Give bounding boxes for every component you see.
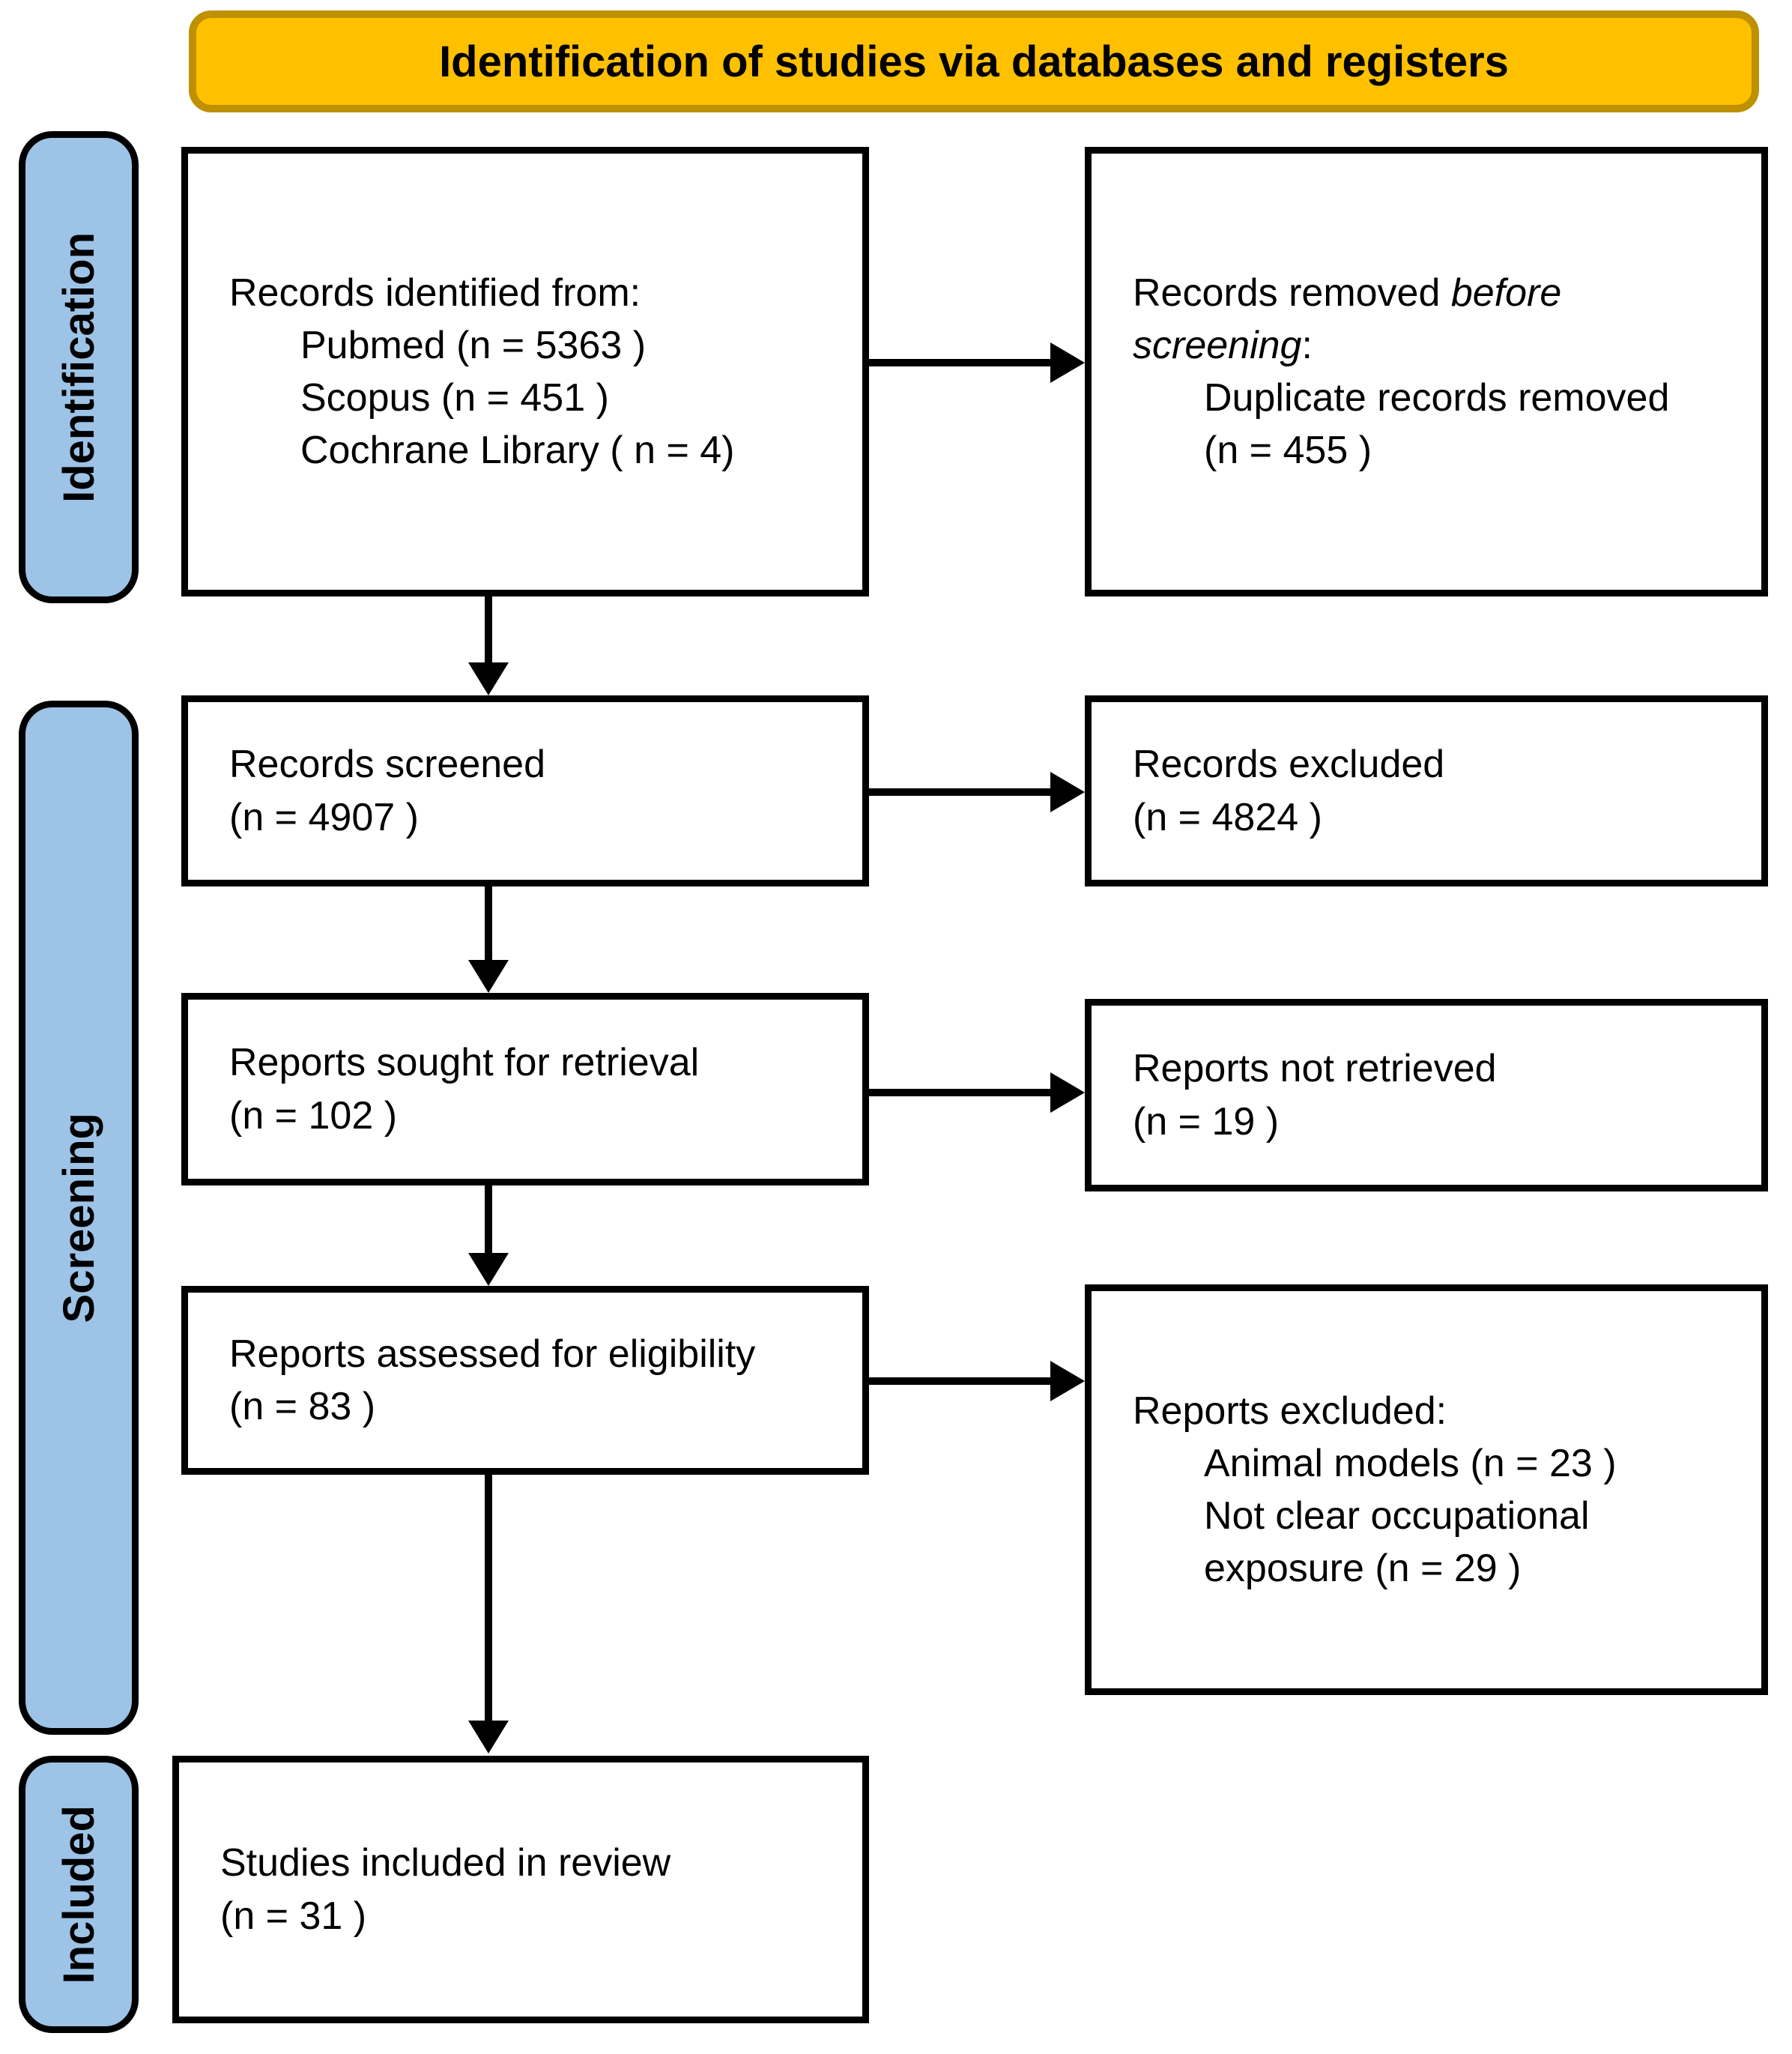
records-excluded-line2: (n = 4824 ) xyxy=(1133,795,1322,839)
stage-screening: Screening xyxy=(19,701,139,1735)
records-removed-heading: Records removed before screening: xyxy=(1133,267,1642,372)
arrow-down-identified-to-screened-icon xyxy=(485,596,492,662)
records-excluded-line1: Records excluded xyxy=(1133,743,1445,787)
stage-identification: Identification xyxy=(19,131,139,603)
records-removed-item: Duplicate records removed (n = 455 ) xyxy=(1204,376,1670,473)
arrow-right-assessed-to-excluded-icon xyxy=(869,1377,1050,1385)
studies-included-line1: Studies included in review xyxy=(220,1841,671,1885)
flow-title-banner: Identification of studies via databases … xyxy=(189,10,1759,112)
reports-assessed-line2: (n = 83 ) xyxy=(229,1385,376,1428)
reports-excluded-item: Animal models (n = 23 ) xyxy=(1204,1441,1617,1485)
records-removed-box: Records removed before screening: Duplic… xyxy=(1085,147,1768,596)
studies-included-line2: (n = 31 ) xyxy=(220,1894,367,1938)
reports-assessed-box: Reports assessed for eligibility (n = 83… xyxy=(181,1286,869,1475)
records-excluded-box: Records excluded (n = 4824 ) xyxy=(1085,695,1768,886)
reports-not-retrieved-box: Reports not retrieved (n = 19 ) xyxy=(1085,999,1768,1191)
studies-included-box: Studies included in review (n = 31 ) xyxy=(172,1756,869,2023)
arrow-right-sought-to-not-retrieved-icon xyxy=(869,1089,1050,1096)
records-screened-line1: Records screened xyxy=(229,743,545,787)
arrow-right-identified-to-removed-icon xyxy=(869,359,1050,366)
records-identified-item: Scopus (n = 451 ) xyxy=(300,376,609,420)
records-identified-heading: Records identified from: xyxy=(229,271,641,315)
records-identified-item: Pubmed (n = 5363 ) xyxy=(300,323,647,367)
reports-not-retrieved-line1: Reports not retrieved xyxy=(1133,1047,1497,1091)
reports-assessed-line1: Reports assessed for eligibility xyxy=(229,1332,756,1376)
arrow-down-sought-to-assessed-icon xyxy=(485,1185,492,1253)
arrow-right-screened-to-excluded-icon xyxy=(869,788,1050,796)
reports-excluded-box: Reports excluded: Animal models (n = 23 … xyxy=(1085,1284,1768,1695)
reports-excluded-item: Not clear occupational exposure (n = 29 … xyxy=(1204,1494,1590,1591)
records-identified-box: Records identified from: Pubmed (n = 536… xyxy=(181,147,869,596)
stage-identification-label: Identification xyxy=(54,232,103,503)
reports-sought-line2: (n = 102 ) xyxy=(229,1093,398,1138)
arrow-down-screened-to-sought-icon xyxy=(485,886,492,960)
records-removed-heading-normal: Records removed xyxy=(1133,271,1441,315)
records-removed-heading-suffix: : xyxy=(1301,323,1313,367)
reports-excluded-heading: Reports excluded: xyxy=(1133,1389,1447,1433)
stage-screening-label: Screening xyxy=(54,1112,103,1323)
reports-not-retrieved-line2: (n = 19 ) xyxy=(1133,1099,1280,1144)
reports-sought-line1: Reports sought for retrieval xyxy=(229,1041,700,1085)
stage-included: Included xyxy=(19,1756,139,2033)
records-removed-heading-italic: before screening xyxy=(1133,271,1562,367)
records-screened-line2: (n = 4907 ) xyxy=(229,795,419,839)
arrow-down-assessed-to-included-icon xyxy=(485,1475,492,1721)
stage-included-label: Included xyxy=(54,1804,103,1984)
records-screened-box: Records screened (n = 4907 ) xyxy=(181,695,869,886)
reports-sought-box: Reports sought for retrieval (n = 102 ) xyxy=(181,993,869,1185)
flow-title: Identification of studies via databases … xyxy=(439,37,1509,86)
records-identified-item: Cochrane Library ( n = 4) xyxy=(300,429,735,473)
